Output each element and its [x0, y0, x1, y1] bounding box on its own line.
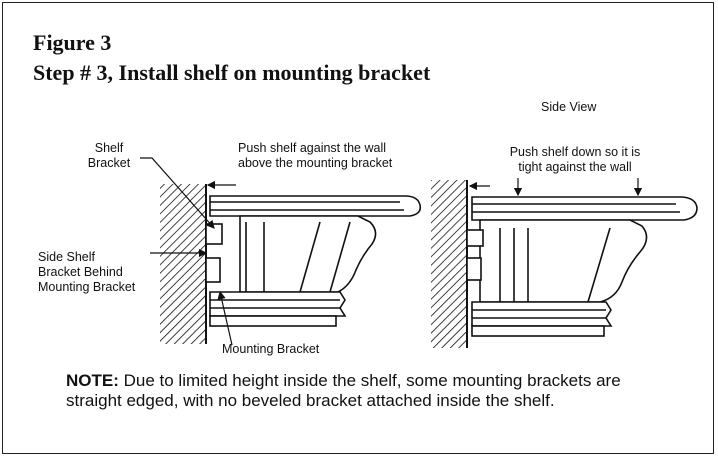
- left-leaders: [140, 157, 236, 346]
- right-leaders: [468, 178, 643, 197]
- note-text: NOTE: Due to limited height inside the s…: [66, 371, 646, 411]
- right-shelf-top: [471, 196, 698, 221]
- side-shelf-bracket-label: Side Shelf Bracket Behind Mounting Brack…: [38, 250, 136, 294]
- left-wall: [160, 184, 207, 344]
- right-mounting-bracket: [466, 229, 484, 281]
- figure-title: Figure 3: [33, 30, 112, 55]
- left-mounting-bracket: [205, 223, 223, 283]
- right-shelf-bottom: [471, 301, 613, 337]
- note-body: Due to limited height inside the shelf, …: [66, 371, 621, 410]
- left-shelf-top: [209, 195, 422, 217]
- step-title: Step # 3, Install shelf on mounting brac…: [33, 60, 431, 85]
- push-down-label: Push shelf down so it is tight against t…: [509, 145, 641, 174]
- right-wall: [431, 180, 468, 348]
- shelf-bracket-label: Shelf Bracket: [87, 141, 131, 170]
- push-against-wall-label: Push shelf against the wall above the mo…: [238, 141, 393, 170]
- left-shelf-bottom: [209, 291, 347, 327]
- left-shelf-corbel: [239, 215, 377, 293]
- right-shelf-corbel: [479, 219, 648, 303]
- note-label: NOTE:: [66, 371, 119, 390]
- mounting-bracket-label: Mounting Bracket: [222, 342, 320, 356]
- side-view-label: Side View: [541, 100, 597, 114]
